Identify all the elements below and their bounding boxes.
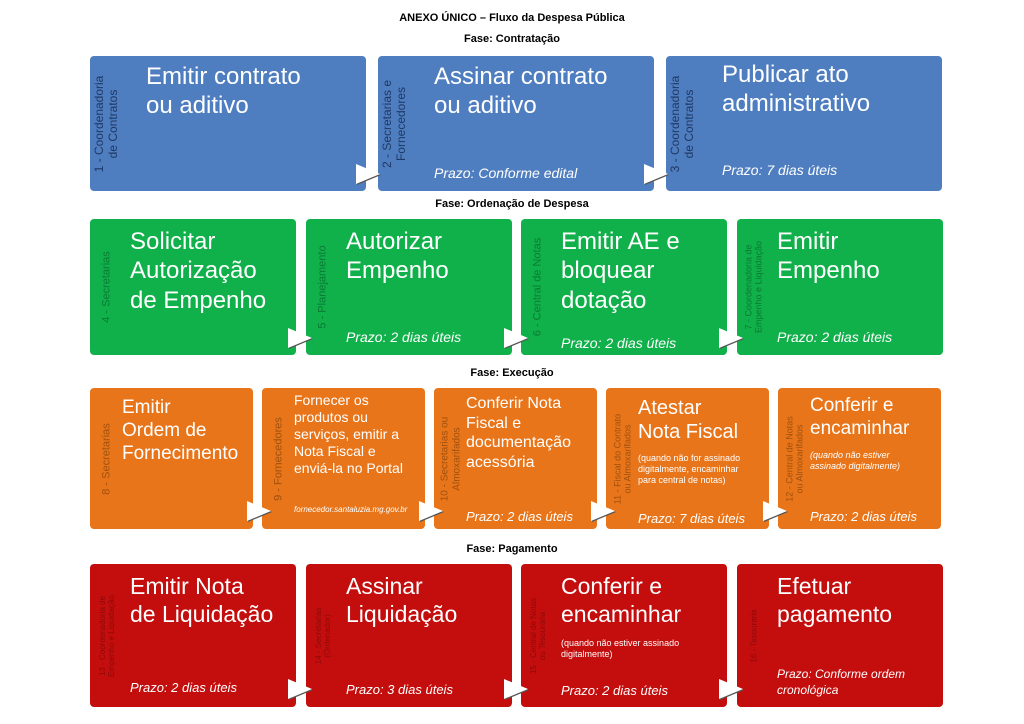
step-5-text: Autorizar Empenho bbox=[346, 228, 449, 285]
step-14-prazo: Prazo: 3 dias úteis bbox=[346, 682, 453, 697]
step-7-box: 7 - Coordenadoria de Empenho e Liquidaçã… bbox=[737, 219, 943, 355]
step-16-text: Efetuar pagamento bbox=[777, 573, 893, 628]
step-4-text: Solicitar Autorização de Empenho bbox=[130, 228, 267, 314]
phase-contratacao: Fase: Contratação bbox=[464, 33, 560, 45]
step-6-text: Emitir AE e bloquear dotação bbox=[561, 228, 680, 314]
step-9-note: fornecedor.santaluzia.mg.gov.br bbox=[294, 505, 408, 514]
step-13-box: 13 - Coordenadoria de Empenho e Liquidaç… bbox=[90, 564, 296, 707]
arrow-2-3 bbox=[644, 164, 668, 184]
step-11-prazo: Prazo: 7 dias úteis bbox=[638, 511, 745, 526]
step-7-text: Emitir Empenho bbox=[777, 228, 880, 285]
arrow-9-10 bbox=[419, 501, 443, 521]
step-8-text: Emitir Ordem de Fornecimento bbox=[122, 397, 239, 465]
step-2-actor: 2 - Secretarias e Fornecedores bbox=[380, 79, 408, 168]
phase-ordenacao: Fase: Ordenação de Despesa bbox=[435, 198, 589, 210]
step-5-prazo: Prazo: 2 dias úteis bbox=[346, 329, 462, 345]
step-2-prazo: Prazo: Conforme edital bbox=[434, 165, 578, 181]
step-14-box: 14 - Secretarias (Ordenador) Assinar Liq… bbox=[306, 564, 512, 707]
step-2-text: Assinar contrato ou aditivo bbox=[434, 63, 608, 120]
step-14-text: Assinar Liquidação bbox=[346, 573, 458, 628]
step-6-box: 6 - Central de Notas Emitir AE e bloquea… bbox=[521, 219, 727, 355]
page-title: ANEXO ÚNICO – Fluxo da Despesa Pública bbox=[399, 12, 625, 24]
step-8-box: 8 - Secretarias Emitir Ordem de Fornecim… bbox=[90, 388, 253, 529]
step-2-box: 2 - Secretarias e Fornecedores Assinar c… bbox=[378, 56, 654, 191]
step-1-box: 1 - Coordenadoria de Contratos Emitir co… bbox=[90, 56, 366, 191]
arrow-1-2 bbox=[356, 164, 380, 184]
step-11-text: Atestar Nota Fiscal bbox=[638, 397, 739, 444]
step-12-prazo: Prazo: 2 dias úteis bbox=[810, 509, 917, 524]
step-1-actor: 1 - Coordenadoria de Contratos bbox=[92, 75, 120, 172]
step-6-prazo: Prazo: 2 dias úteis bbox=[561, 335, 677, 351]
step-4-actor: 4 - Secretarias bbox=[100, 251, 113, 323]
arrow-4-5 bbox=[288, 328, 312, 348]
step-3-actor: 3 - Coordenadoria de Contratos bbox=[668, 75, 696, 172]
step-15-prazo: Prazo: 2 dias úteis bbox=[561, 683, 668, 698]
step-13-actor: 13 - Coordenadoria de Empenho e Liquidaç… bbox=[97, 594, 116, 677]
step-13-text: Emitir Nota de Liquidação bbox=[130, 573, 274, 628]
step-3-box: 3 - Coordenadoria de Contratos Publicar … bbox=[666, 56, 942, 191]
phase-pagamento: Fase: Pagamento bbox=[466, 543, 558, 555]
step-11-note: (quando não for assinado digitalmente, e… bbox=[638, 453, 741, 485]
arrow-8-9 bbox=[247, 501, 271, 521]
step-12-box: 12 - Central de Notas ou Almoxarifados C… bbox=[778, 388, 941, 529]
step-1-text: Emitir contrato ou aditivo bbox=[146, 63, 301, 120]
step-9-text: Fornecer os produtos ou serviços, emitir… bbox=[294, 392, 403, 477]
arrow-11-12 bbox=[763, 501, 787, 521]
step-5-box: 5 - Planejamento Autorizar Empenho Prazo… bbox=[306, 219, 512, 355]
arrow-15-16 bbox=[719, 679, 743, 699]
arrow-6-7 bbox=[719, 328, 743, 348]
step-15-note: (quando não estiver assinado digitalment… bbox=[561, 638, 680, 659]
step-13-prazo: Prazo: 2 dias úteis bbox=[130, 680, 237, 695]
phase-execucao: Fase: Execução bbox=[470, 367, 554, 379]
arrow-5-6 bbox=[504, 328, 528, 348]
arrow-10-11 bbox=[591, 501, 615, 521]
step-11-box: 11 - Fiscal do Contrato ou Almoxarifados… bbox=[606, 388, 769, 529]
step-9-box: 9 - Fornecedores Fornecer os produtos ou… bbox=[262, 388, 425, 529]
arrow-13-14 bbox=[288, 679, 312, 699]
step-16-box: 16 - Tesouraria Efetuar pagamento Prazo:… bbox=[737, 564, 943, 707]
step-16-prazo: Prazo: Conforme ordem cronológica bbox=[777, 667, 906, 697]
step-15-box: 15 - Central de Notas ou Tesouraria Conf… bbox=[521, 564, 727, 707]
step-10-box: 10 - Secretarias ou Almoxarifados Confer… bbox=[434, 388, 597, 529]
step-8-actor: 8 - Secretarias bbox=[100, 422, 113, 495]
step-3-text: Publicar ato administrativo bbox=[722, 61, 871, 118]
step-15-text: Conferir e encaminhar bbox=[561, 573, 682, 628]
step-10-text: Conferir Nota Fiscal e documentação aces… bbox=[466, 395, 571, 471]
step-10-prazo: Prazo: 2 dias úteis bbox=[466, 509, 573, 524]
arrow-14-15 bbox=[504, 679, 528, 699]
step-12-text: Conferir e encaminhar bbox=[810, 395, 910, 440]
step-3-prazo: Prazo: 7 dias úteis bbox=[722, 162, 838, 178]
step-12-note: (quando não estiver assinado digitalment… bbox=[810, 450, 901, 471]
step-4-box: 4 - Secretarias Solicitar Autorização de… bbox=[90, 219, 296, 355]
step-7-prazo: Prazo: 2 dias úteis bbox=[777, 329, 893, 345]
